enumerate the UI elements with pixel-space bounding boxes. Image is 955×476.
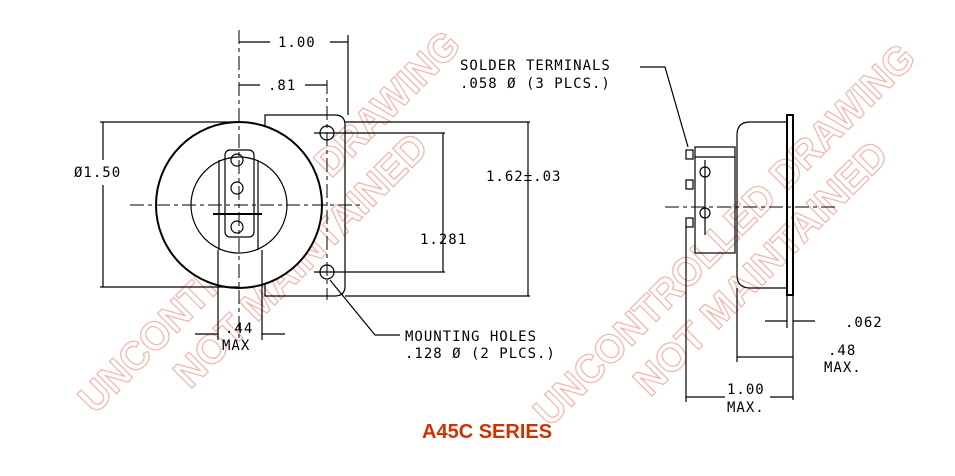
- terminal-housing: [694, 146, 736, 254]
- front-view: [100, 30, 530, 340]
- mounting-plate: [264, 114, 346, 297]
- solder-terminals-label: SOLDER TERMINALS: [460, 58, 611, 74]
- terminal-hole: [230, 220, 244, 234]
- dim-terminal-width: .44: [225, 321, 253, 337]
- dim-terminal-width-note: MAX: [222, 338, 250, 354]
- body: [736, 121, 787, 289]
- mounting-holes-leader: [329, 279, 400, 336]
- terminal-hole: [230, 181, 244, 195]
- flange: [786, 114, 794, 296]
- mounting-holes-label: MOUNTING HOLES: [405, 329, 537, 345]
- dim-width-top: 1.00: [278, 35, 316, 51]
- solder-terminal: [685, 217, 694, 228]
- watermark-line1-right: UNCONTROLLED DRAWING: [525, 36, 924, 435]
- solder-terminal: [685, 179, 694, 190]
- dim-depth-note: MAX.: [824, 360, 862, 376]
- dim-depth: .48: [828, 343, 856, 359]
- dim-height: 1.62±.03: [486, 169, 561, 185]
- terminal-block: [224, 149, 255, 238]
- dim-overall-depth-note: MAX.: [727, 400, 765, 416]
- solder-terminals-spec: .058 Ø (3 PLCS.): [460, 76, 611, 92]
- dim-overall-depth: 1.00: [727, 382, 765, 398]
- dim-diameter: Ø1.50: [74, 165, 121, 181]
- dim-hole-spacing: 1.281: [420, 232, 467, 248]
- drawing-title: A45C SERIES: [422, 421, 552, 443]
- terminal-hole: [230, 153, 244, 167]
- mounting-holes-spec: .128 Ø (2 PLCS.): [405, 346, 556, 362]
- side-view: [640, 66, 835, 402]
- solder-terminals-leader: [640, 66, 689, 148]
- solder-terminal: [685, 149, 694, 160]
- dim-flange-thickness: .062: [845, 315, 883, 331]
- dim-hole-offset: .81: [268, 78, 296, 94]
